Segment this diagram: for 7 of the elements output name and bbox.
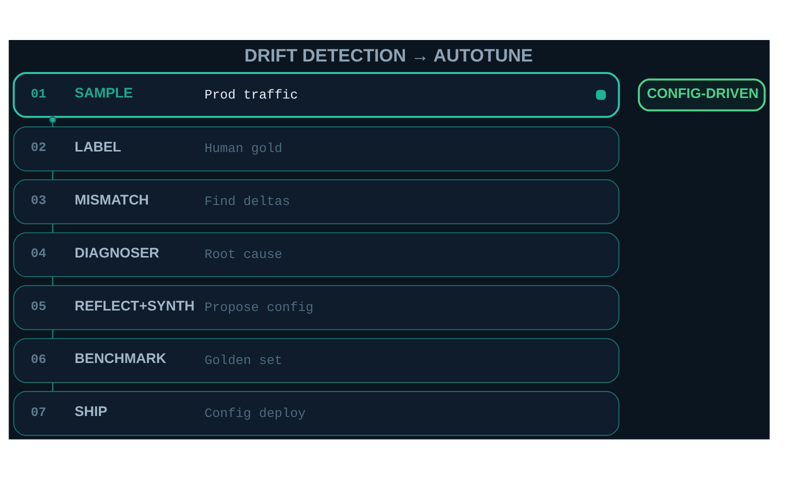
diagram-title: DRIFT DETECTION → AUTOTUNE: [244, 44, 533, 65]
connector: [52, 170, 54, 180]
connector: [52, 329, 54, 338]
connector: [49, 116, 56, 126]
connector: [52, 223, 54, 232]
connector: [52, 382, 54, 391]
connector: [52, 276, 54, 286]
